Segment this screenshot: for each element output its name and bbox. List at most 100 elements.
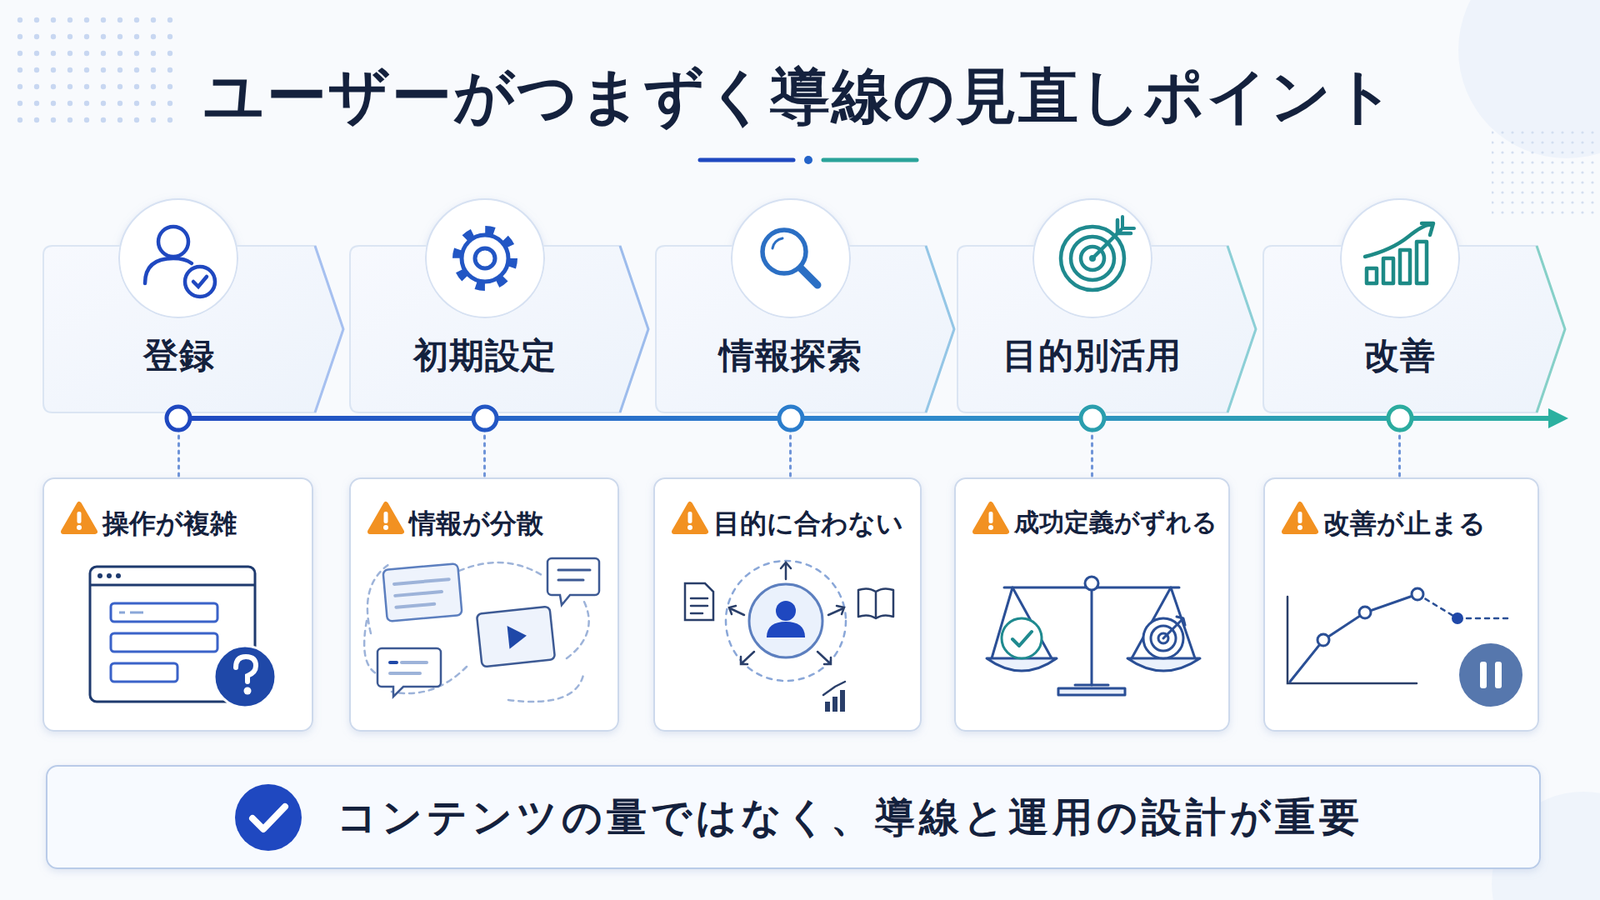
mismatch-illustration-part <box>685 583 714 620</box>
scale-illustration-part <box>1012 631 1032 646</box>
mismatch-illustration-part-part <box>817 651 830 664</box>
issue-card: 情報が分散 <box>349 477 620 732</box>
mismatch-illustration-part-part <box>824 657 831 665</box>
complex-form-illustration-part <box>130 611 144 615</box>
issue-heading: 情報が分散 <box>409 507 544 540</box>
stalled-chart-illustration-part <box>1287 596 1417 684</box>
mismatch-illustration <box>685 560 894 712</box>
stalled-chart-illustration-part <box>1457 617 1509 620</box>
mismatch-illustration-part <box>690 605 708 608</box>
timeline-part <box>178 415 1552 421</box>
card-fill-part <box>42 477 314 732</box>
stage-label: 改善 <box>1262 335 1537 377</box>
issue-card: 操作が複雑 <box>42 477 314 732</box>
mismatch-illustration-part-part <box>836 605 845 615</box>
scattered-info-illustration-part <box>476 606 555 668</box>
stalled-chart-illustration-part <box>1411 588 1424 600</box>
warning-icon-part-part <box>63 504 95 532</box>
mismatch-illustration-part <box>690 597 708 600</box>
warning-icon-part <box>975 504 1007 532</box>
stage-chevron: 改善 <box>1262 245 1567 414</box>
mismatch-illustration-part-part <box>741 651 755 664</box>
warning-icon-part <box>370 504 402 532</box>
complex-form-illustration-part <box>106 573 112 579</box>
card-fill-part <box>349 477 620 732</box>
title-underline-part <box>804 155 813 165</box>
chevron-edge <box>620 245 649 413</box>
warning-icon-part-part <box>687 525 693 530</box>
stage-label: 情報探索 <box>655 335 926 377</box>
stalled-chart-illustration-part <box>1359 606 1371 619</box>
timeline-part <box>1548 408 1569 429</box>
mismatch-illustration-part <box>690 612 703 615</box>
mismatch-illustration-part-part <box>780 562 791 569</box>
mismatch-illustration-part <box>749 584 823 658</box>
scattered-info-illustration-part <box>401 660 427 665</box>
warning-icon-part-part <box>989 511 994 524</box>
mismatch-illustration-part-part <box>840 690 845 712</box>
stalled-chart-illustration-part <box>1495 661 1502 689</box>
chevron-shape <box>655 245 956 414</box>
scale-illustration-part <box>1176 616 1185 625</box>
check-badge-part <box>235 784 302 851</box>
chevron-body <box>1263 245 1565 413</box>
check-badge-part <box>252 806 285 830</box>
complex-form-illustration-part <box>110 663 178 682</box>
growth-chart-icon-part <box>1421 223 1434 235</box>
target-icon-part <box>1122 216 1135 229</box>
chevron-edge <box>1536 245 1565 413</box>
complex-form-illustration-part <box>90 584 255 587</box>
summary-banner: コンテンツの量ではなく、導線と運用の設計が重要 <box>45 765 1541 870</box>
scale-illustration-part <box>1143 618 1184 659</box>
complex-form-illustration-part <box>97 573 103 579</box>
scattered-info-illustration-part <box>390 660 397 665</box>
stalled-chart-illustration-part <box>1480 661 1487 689</box>
mismatch-illustration-part <box>858 588 894 619</box>
scale-illustration-part <box>1090 587 1094 685</box>
scale-illustration-part <box>1127 658 1200 671</box>
summary-text: コンテンツの量ではなく、導線と運用の設計が重要 <box>336 766 1364 868</box>
scale-illustration-part <box>1001 618 1042 659</box>
issue-card: 成功定義がずれる <box>954 477 1230 732</box>
chevron-edge <box>1227 245 1256 413</box>
complex-form-illustration <box>90 566 276 708</box>
warning-icon-part-part <box>383 525 389 530</box>
scattered-info-illustration-part-part <box>476 606 555 668</box>
stalled-chart-illustration <box>1287 588 1523 707</box>
card-fill <box>42 477 1541 870</box>
warning-icon-part <box>1284 504 1316 532</box>
chevron-body <box>655 245 955 413</box>
warning-icon-part-part <box>384 511 389 524</box>
issue-card: 目的に合わない <box>653 477 922 732</box>
chevron-edge <box>315 245 344 413</box>
chevron-shape <box>956 245 1258 414</box>
scattered-info-illustration-part <box>558 579 584 582</box>
warning-icon-part-part <box>76 525 82 530</box>
issue-heading: 目的に合わない <box>713 507 904 540</box>
stage-chevron: 登録 <box>42 245 345 414</box>
stalled-chart-illustration-part <box>1317 634 1330 646</box>
complex-form-illustration-part <box>110 603 218 622</box>
warning-icon-part-part <box>674 504 706 532</box>
complex-form-illustration-part <box>244 687 252 695</box>
stage-chevron: 情報探索 <box>655 245 956 414</box>
mismatch-illustration-part <box>725 560 846 681</box>
issue-card: 改善が止まる <box>1263 477 1540 732</box>
card-fill-part <box>1263 477 1540 732</box>
mismatch-illustration-part <box>825 690 845 712</box>
card-fill-part <box>653 477 922 732</box>
warning-icon-part-part <box>370 504 402 532</box>
title-underline <box>700 155 917 165</box>
chevron-shape <box>42 245 345 414</box>
scattered-info-illustration-part <box>377 648 441 697</box>
scale-illustration-part <box>1163 620 1182 639</box>
scattered-info-illustration-part <box>547 558 600 605</box>
scale-illustration <box>986 576 1200 695</box>
mismatch-illustration-part-part <box>729 605 736 615</box>
card-fill-part <box>954 477 1230 732</box>
mismatch-illustration-part <box>823 681 845 695</box>
issue-heading: 成功定義がずれる <box>1014 507 1218 538</box>
warning-icon-part-part <box>1284 504 1316 532</box>
scattered-info-illustration-part <box>558 569 590 572</box>
stage-chevron: 初期設定 <box>349 245 650 414</box>
